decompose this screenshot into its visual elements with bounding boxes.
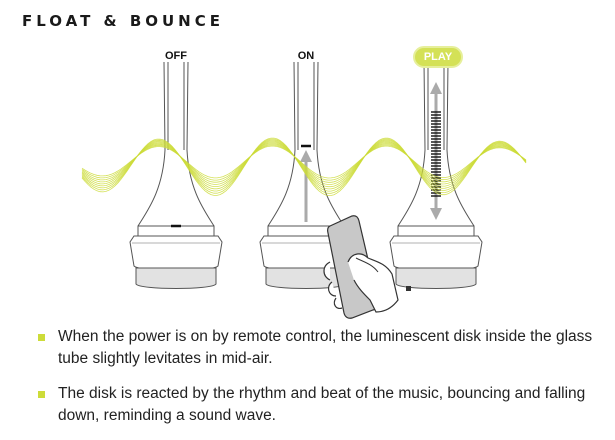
page-title: FLOAT & BOUNCE [22,12,224,30]
wave-line [81,144,527,181]
wave-line [81,142,527,185]
wave-line [81,138,527,194]
wave-line [81,143,527,183]
bouncing-disks [431,111,441,197]
wave-line [81,145,527,179]
wave-line [81,137,527,196]
play-badge: PLAY [413,46,463,68]
lamp-off [129,61,223,289]
bullet-item: When the power is on by remote control, … [38,326,598,370]
bullet-square-icon [38,391,45,398]
up-arrow [300,150,312,222]
wave-line [81,139,527,192]
bullet-text: The disk is reacted by the rhythm and be… [58,385,586,424]
bullet-text: When the power is on by remote control, … [58,328,593,367]
bullet-item: The disk is reacted by the rhythm and be… [38,383,598,427]
state-label-off: OFF [165,50,187,62]
state-label-on: ON [297,50,315,62]
lamp-play [389,61,483,289]
hand-holding-remote-icon [323,215,411,319]
wave-line [81,141,527,188]
sound-wave-icon [81,137,527,196]
bullet-square-icon [38,334,45,341]
description-list: When the power is on by remote control, … [38,326,598,440]
float-bounce-diagram [81,61,527,319]
wave-line [81,140,527,190]
